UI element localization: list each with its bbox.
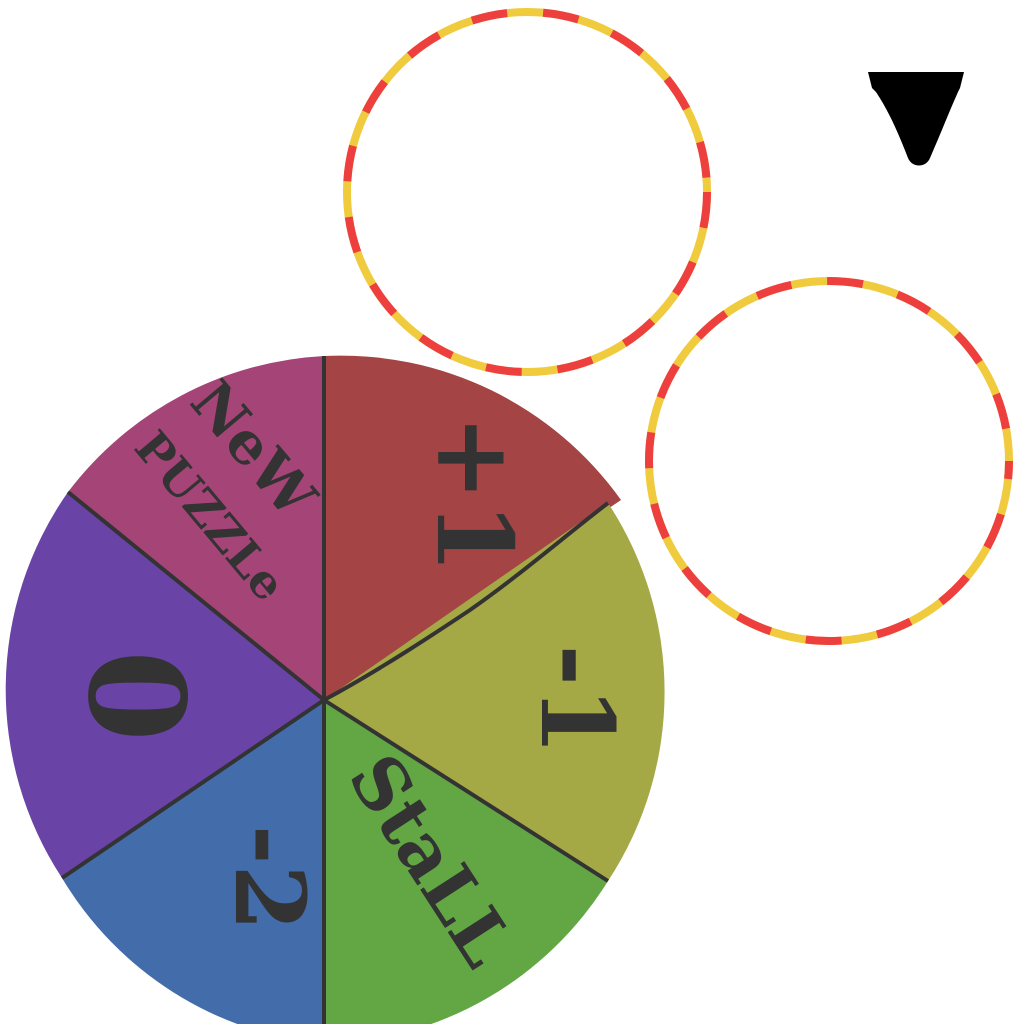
spinner-label-minus-one: -1 (518, 644, 636, 755)
spinner-segment-zero (5, 492, 325, 878)
spinner-label-minus-two: -2 (213, 825, 326, 932)
spinner-label-plus-one: +1 (413, 414, 536, 574)
spinner-segment-plus-one (324, 355, 621, 700)
spinner-segment-new-puzzle (68, 356, 324, 700)
spinner-segment-minus-one (324, 503, 665, 881)
spinner-wheel[interactable]: +1 -1 StaLL -2 0 NeW PUZZLe (5, 355, 665, 1024)
spinner-label-zero: 0 (58, 650, 213, 742)
pointer-down-icon (868, 72, 964, 166)
spinner-dividers (60, 356, 610, 1024)
dice-slot-1[interactable] (343, 8, 711, 376)
spinner-segment-stall (324, 700, 608, 1024)
dice-slot-2[interactable] (645, 277, 1013, 645)
spinner-segment-minus-two (62, 700, 324, 1024)
